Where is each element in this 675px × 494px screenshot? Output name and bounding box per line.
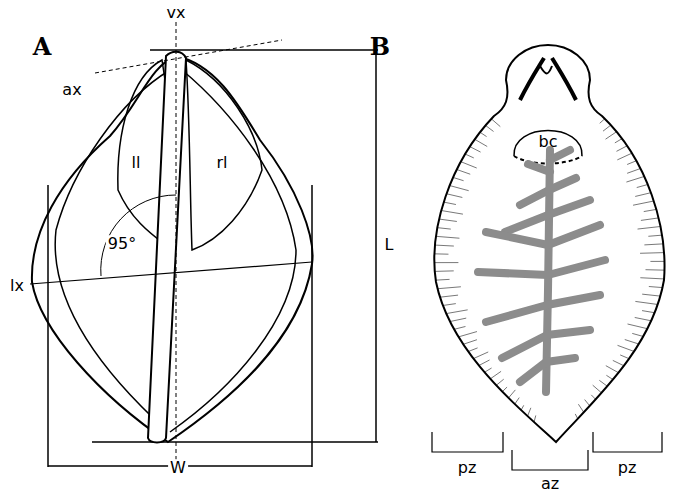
margin-hatch xyxy=(606,366,619,373)
margin-hatch xyxy=(490,371,501,379)
zone-label: pz xyxy=(616,459,639,477)
margin-hatch xyxy=(480,132,487,136)
margin-hatch xyxy=(450,186,469,191)
margin-hatch xyxy=(603,125,611,131)
margin-hatch xyxy=(470,147,481,152)
margin-hatch xyxy=(578,404,583,412)
margin-hatch xyxy=(446,310,467,314)
margin-hatch xyxy=(640,278,664,279)
margin-hatch xyxy=(615,139,622,143)
margin-hatch xyxy=(585,400,590,406)
margin-hatch xyxy=(441,211,463,215)
margin-hatch xyxy=(475,139,487,146)
margin-hatch xyxy=(627,161,636,165)
axis-label: ax xyxy=(60,81,83,99)
margin-hatch xyxy=(461,162,477,168)
margin-hatch xyxy=(642,311,655,313)
margin-hatch xyxy=(458,332,476,337)
zone-label: pz xyxy=(456,459,479,477)
panel-letter: B xyxy=(368,34,392,60)
margin-hatch xyxy=(606,132,617,139)
margin-hatch xyxy=(509,390,516,398)
margin-hatch xyxy=(436,279,450,281)
margin-hatch xyxy=(444,202,456,204)
margin-hatch xyxy=(635,193,651,197)
margin-hatch xyxy=(640,252,664,254)
margin-hatch xyxy=(447,194,463,198)
margin-hatch xyxy=(457,170,470,175)
margin-hatch xyxy=(606,375,613,379)
angle-label: 95° xyxy=(106,235,138,253)
margin-hatch xyxy=(486,125,494,131)
margin-hatch xyxy=(641,218,659,220)
margin-hatch xyxy=(613,360,624,365)
margin-hatch xyxy=(600,119,605,124)
margin-hatch xyxy=(632,333,643,336)
margin-hatch xyxy=(438,287,461,289)
margin-hatch xyxy=(496,379,503,385)
margin-hatch xyxy=(463,340,477,345)
margin-hatch xyxy=(436,236,459,238)
margin-hatch xyxy=(434,253,448,254)
margin-hatch xyxy=(528,408,531,416)
margin-hatch xyxy=(440,295,458,297)
margin-hatch xyxy=(626,176,644,182)
margin-hatch xyxy=(635,301,657,304)
margin-hatch xyxy=(644,209,657,211)
part-label: rl xyxy=(214,154,229,172)
margin-hatch xyxy=(637,185,648,188)
margin-hatch xyxy=(450,318,466,321)
axis-label: vx xyxy=(165,4,188,22)
panel-b-drawing xyxy=(432,45,664,470)
margin-hatch xyxy=(633,201,654,205)
margin-hatch xyxy=(465,154,474,158)
dimension-label: L xyxy=(383,236,396,254)
part-label: ll xyxy=(130,154,143,172)
margin-hatch xyxy=(625,340,639,344)
margin-hatch xyxy=(642,294,660,296)
panel-letter: A xyxy=(31,34,54,60)
margin-hatch xyxy=(468,348,477,352)
margin-hatch xyxy=(646,269,665,270)
margin-hatch xyxy=(628,324,648,329)
margin-hatch xyxy=(627,169,640,174)
margin-hatch xyxy=(515,398,519,404)
margin-hatch xyxy=(650,261,664,262)
margin-hatch xyxy=(434,262,458,263)
axis-label: lx xyxy=(8,277,26,295)
part-label: bc xyxy=(537,133,560,151)
margin-hatch xyxy=(616,146,627,152)
margin-hatch xyxy=(648,235,662,236)
margin-hatch xyxy=(473,352,488,359)
margin-hatch xyxy=(620,355,629,359)
margin-hatch xyxy=(599,380,607,386)
margin-hatch xyxy=(435,270,454,272)
margin-hatch xyxy=(437,228,450,229)
zone-label: az xyxy=(539,475,561,493)
margin-hatch xyxy=(435,245,454,247)
margin-hatch xyxy=(491,119,500,127)
margin-hatch xyxy=(454,326,465,329)
margin-hatch xyxy=(638,227,661,230)
margin-hatch xyxy=(439,219,457,221)
margin-hatch xyxy=(635,317,651,320)
dimension-label: W xyxy=(168,459,188,477)
margin-hatch xyxy=(453,177,464,180)
margin-hatch xyxy=(593,385,602,393)
margin-hatch xyxy=(485,368,492,372)
margin-hatch xyxy=(644,244,663,245)
margin-hatch xyxy=(479,360,490,366)
margin-hatch xyxy=(649,287,663,288)
margin-hatch xyxy=(443,304,456,306)
panel-a-drawing xyxy=(30,22,378,467)
margin-hatch xyxy=(617,153,632,160)
margin-hatch xyxy=(618,345,635,351)
